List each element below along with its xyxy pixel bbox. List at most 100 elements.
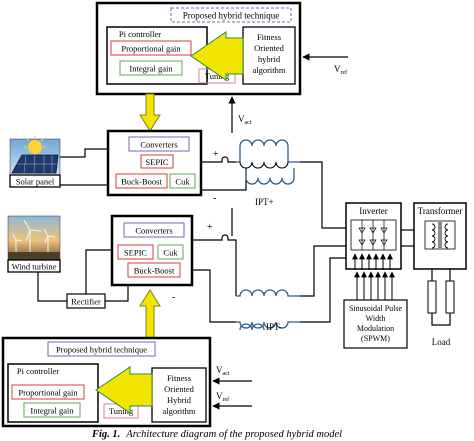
solar-sepic-box [140, 154, 174, 169]
ipt-plus-coil-icon [236, 139, 300, 185]
solar-buck-boost: Buck-Boost [121, 177, 162, 187]
inverter-frame [345, 202, 402, 270]
wind-minus-sign: - [172, 292, 175, 303]
bottom-tuning-arrow-icon [95, 366, 153, 414]
figure-caption-text: Architecture diagram of the proposed hyb… [125, 429, 342, 440]
bottom-controller-block: Proposed hybrid technique Pi controller … [1, 336, 212, 428]
top-proportional-gain-box [110, 40, 192, 56]
top-vact-label: Vact [238, 114, 252, 126]
wind-turbine-image [7, 215, 61, 261]
turbine-icon [12, 219, 56, 256]
transformer-block: Transformer [413, 202, 467, 270]
figure-caption: Fig. 1. Architecture diagram of the propo… [91, 429, 342, 440]
bottom-controller-frame [1, 336, 212, 428]
bottom-control-signal-arrow-icon [139, 289, 161, 339]
ipt-minus-coil-icon [236, 289, 300, 331]
wind-buck-boost: Buck-Boost [134, 266, 175, 276]
solar-panel-label: Solar panel [16, 177, 55, 187]
top-fitness-line-1: Fitness [257, 32, 281, 42]
transformer-frame [413, 202, 467, 270]
top-fitness-line-3: hybrid [258, 54, 281, 64]
spwm-to-inverter-arrows [354, 271, 395, 300]
solar-panel-image [9, 136, 61, 176]
inverter-gate-arrows [352, 253, 393, 270]
wind-plus-wire [192, 234, 237, 296]
wind-to-inverter-wire [300, 245, 346, 297]
wind-return-wire [300, 257, 346, 323]
rectifier-to-converter-wire [105, 285, 129, 302]
bottom-fitness-line-4: algorithm [162, 406, 195, 416]
top-integral-gain-box [119, 60, 183, 76]
wind-minus-wire [192, 269, 236, 323]
wind-plus-sign: + [207, 222, 213, 233]
bottom-fitness-line-3: Hybrid [167, 395, 192, 405]
top-technique-label-box [170, 7, 292, 23]
solar-buck-boost-box [115, 173, 168, 189]
spwm-line-1: Sinusoidal Pulse [349, 304, 403, 313]
inverter-block: Inverter [345, 202, 402, 270]
solar-minus-sign: - [213, 193, 216, 204]
turbine-to-rectifier-wire [37, 272, 67, 302]
bottom-technique-label-box [47, 341, 156, 357]
top-integral-gain: Integral gain [129, 64, 173, 74]
spwm-line-3: Modulation [357, 324, 394, 333]
top-controller-block: Proposed hybrid technique Pi controller … [95, 1, 302, 96]
solar-cuk-box [169, 173, 196, 189]
top-tuning: Tuning [205, 71, 230, 81]
ipt-plus-label: IPT+ [255, 197, 274, 207]
bottom-fitness-line-1: Fitness [167, 373, 191, 383]
top-vref-label: Vref [334, 64, 347, 76]
wind-converters-frame [110, 214, 194, 287]
wind-converters-title: Converters [135, 226, 172, 236]
inverter-circuit-icon [350, 219, 397, 251]
solar-to-inverter-wire [300, 161, 346, 229]
solar-converters-frame [106, 129, 203, 197]
top-tuning-arrow-icon [190, 31, 244, 81]
bottom-tuning: Tuning [109, 406, 134, 416]
wind-buck-boost-box [127, 262, 181, 278]
solar-converters-title: Converters [140, 140, 177, 150]
bottom-technique-label: Proposed hybrid technique [56, 345, 147, 355]
bottom-vref-label: Vref [216, 391, 229, 403]
wind-converters-title-box [123, 222, 185, 238]
ipt-minus-label: IPT- [266, 322, 282, 332]
top-fitness-line-2: Oriented [254, 43, 284, 53]
transformer-symbol-icon [424, 220, 456, 250]
solar-plus-wire [201, 156, 236, 163]
spwm-line-2: Width [366, 314, 386, 323]
top-control-signal-arrow-icon [139, 93, 161, 132]
bottom-vact-label: Vact [216, 365, 230, 377]
top-controller-frame [95, 1, 302, 96]
bottom-integral-gain-box [23, 402, 81, 418]
load-label: Load [432, 337, 451, 347]
solar-minus-wire [201, 168, 247, 191]
top-pi-title: Pi controller [119, 29, 161, 39]
rectifier-to-converter-wire-upper [85, 249, 112, 294]
wind-converters-block: Converters SEPIC Cuk Buck-Boost [110, 214, 194, 287]
load-wire-bottom [431, 313, 451, 326]
top-fitness-line-4: algorithm [252, 65, 285, 75]
wind-cuk: Cuk [163, 248, 178, 258]
figure-number: Fig. 1. [91, 429, 120, 440]
top-proportional-gain: Proportional gain [121, 44, 181, 54]
bottom-proportional-gain: Proportional gain [18, 388, 78, 398]
solar-plus-sign: + [213, 149, 219, 160]
inverter-label: Inverter [359, 206, 387, 216]
rectifier-label: Rectifier [71, 297, 101, 307]
wind-turbine-label: Wind turbine [12, 262, 57, 272]
wind-sepic-box [117, 244, 154, 260]
solar-cuk: Cuk [175, 177, 190, 187]
bottom-integral-gain: Integral gain [30, 406, 74, 416]
bottom-pi-title: Pi controller [17, 366, 59, 376]
solar-wire-top [60, 148, 108, 158]
spwm-line-4: (SPWM) [361, 334, 390, 343]
spwm-block: Sinusoidal Pulse Width Modulation (SPWM) [343, 299, 408, 349]
top-technique-label: Proposed hybrid technique [183, 11, 279, 21]
solar-panel-label-box [9, 174, 61, 188]
transformer-label: Transformer [418, 206, 463, 216]
solar-converters-title-box [128, 136, 190, 152]
spwm-frame [343, 299, 408, 349]
sun-icon [28, 140, 42, 154]
